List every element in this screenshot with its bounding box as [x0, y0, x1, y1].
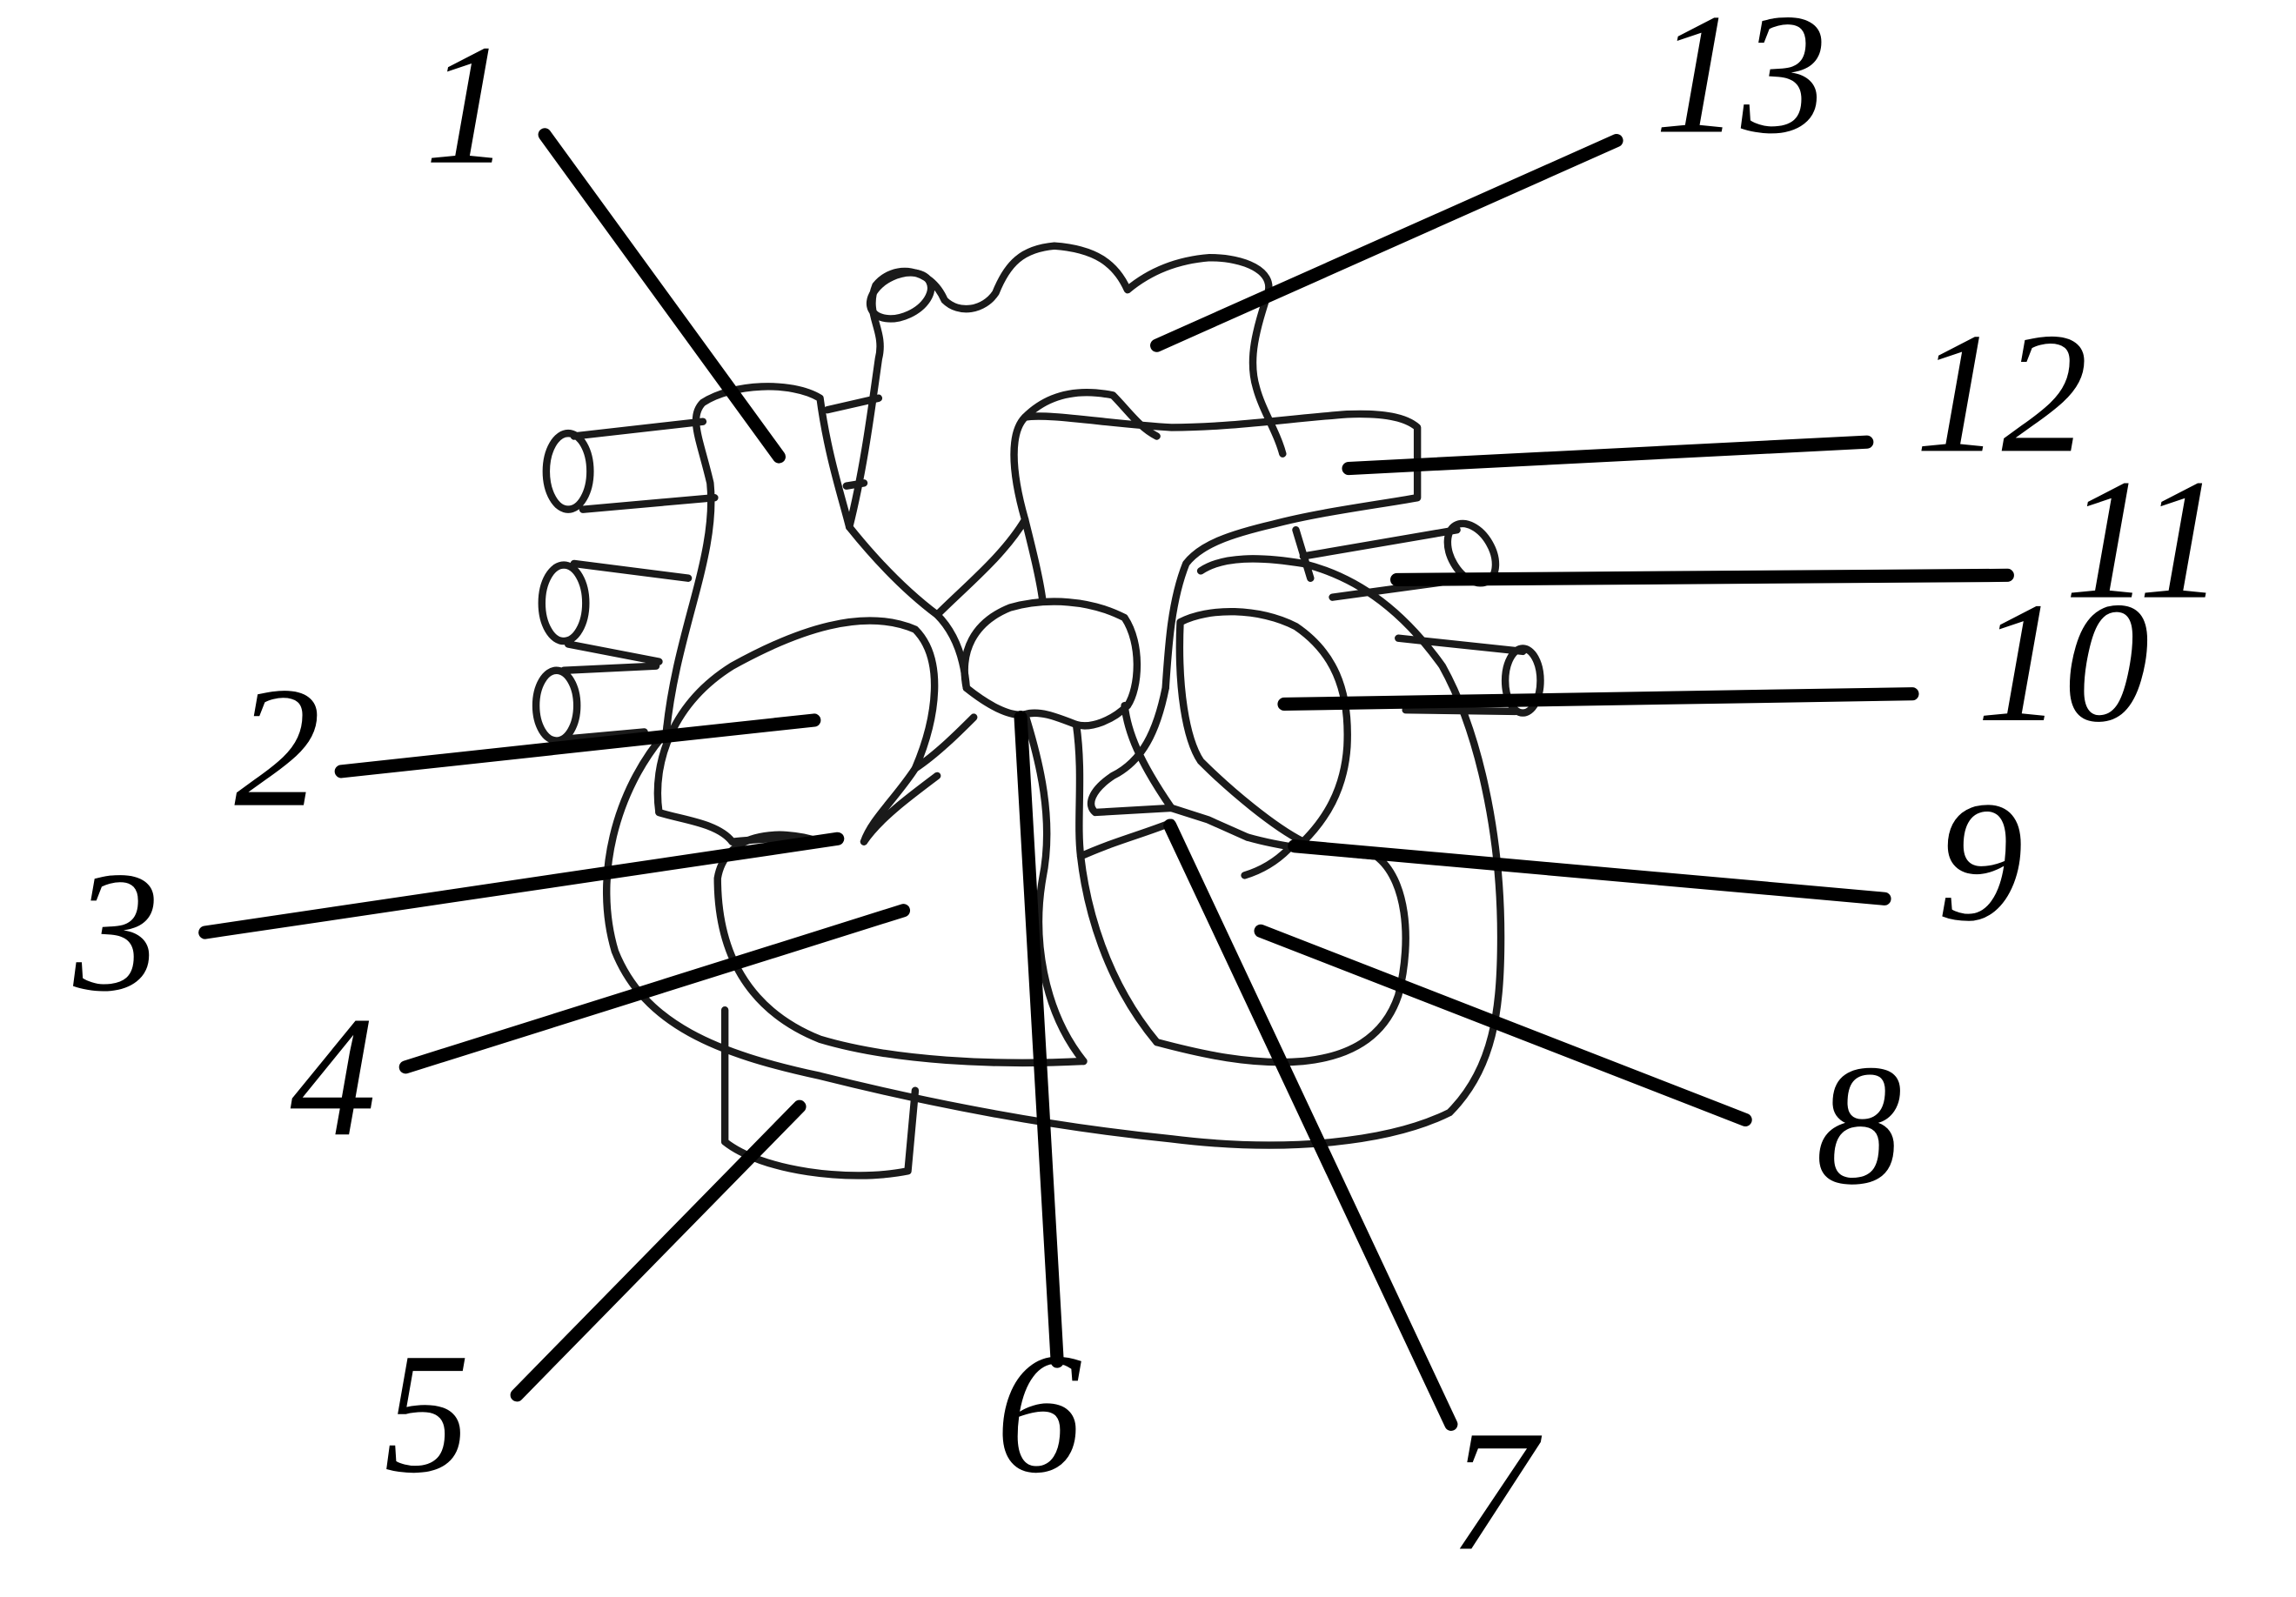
label-12: 12	[1915, 297, 2088, 488]
left-vein-stubs	[532, 418, 719, 745]
label-4: 4	[290, 980, 376, 1172]
inferior-vena-cava-outline	[720, 1006, 920, 1179]
leader-line-6	[1014, 711, 1064, 1368]
leader-line-10	[1277, 687, 1919, 712]
left-atrium-outline	[1175, 608, 1351, 845]
label-6: 6	[995, 1317, 1081, 1508]
leader-line-7	[1163, 819, 1458, 1431]
label-8: 8	[1816, 1029, 1902, 1220]
left-ventricle-inner	[1076, 819, 1409, 1066]
leader-line-5	[510, 1099, 807, 1402]
leader-line-2	[334, 713, 821, 778]
pulmonary-artery-outline	[1021, 410, 1422, 692]
leader-line-13	[1150, 133, 1623, 352]
aortic-root-outline	[961, 598, 1141, 730]
leader-line-4	[398, 904, 911, 1074]
heart-outer-wall	[603, 555, 1505, 1149]
leader-line-11	[1390, 568, 2014, 586]
label-10: 10	[1977, 566, 2150, 758]
right-vein-stubs	[1292, 519, 1544, 717]
leader-line-8	[1254, 924, 1752, 1126]
label-1: 1	[425, 9, 511, 200]
label-3: 3	[72, 836, 159, 1027]
leader-line-12	[1342, 435, 1874, 476]
right-atrium-outline	[653, 617, 939, 845]
interventricular-septum	[1021, 711, 1161, 1066]
number-labels: 1 2 3 4 5 6 7 8 9 10 11 12 13	[72, 0, 2225, 1586]
aortic-arch-outline	[845, 242, 1287, 531]
label-5: 5	[384, 1317, 470, 1508]
leader-line-9	[1288, 839, 1891, 905]
label-11: 11	[2065, 444, 2225, 635]
label-13: 13	[1655, 0, 1828, 169]
leader-line-1	[538, 128, 786, 464]
heart-drawing	[532, 242, 1544, 1179]
label-9: 9	[1938, 765, 2024, 957]
leader-lines	[198, 128, 2014, 1431]
label-7: 7	[1449, 1394, 1543, 1586]
label-2: 2	[234, 651, 320, 843]
leader-line-3	[198, 832, 845, 939]
superior-vena-cava-outline	[662, 383, 853, 736]
